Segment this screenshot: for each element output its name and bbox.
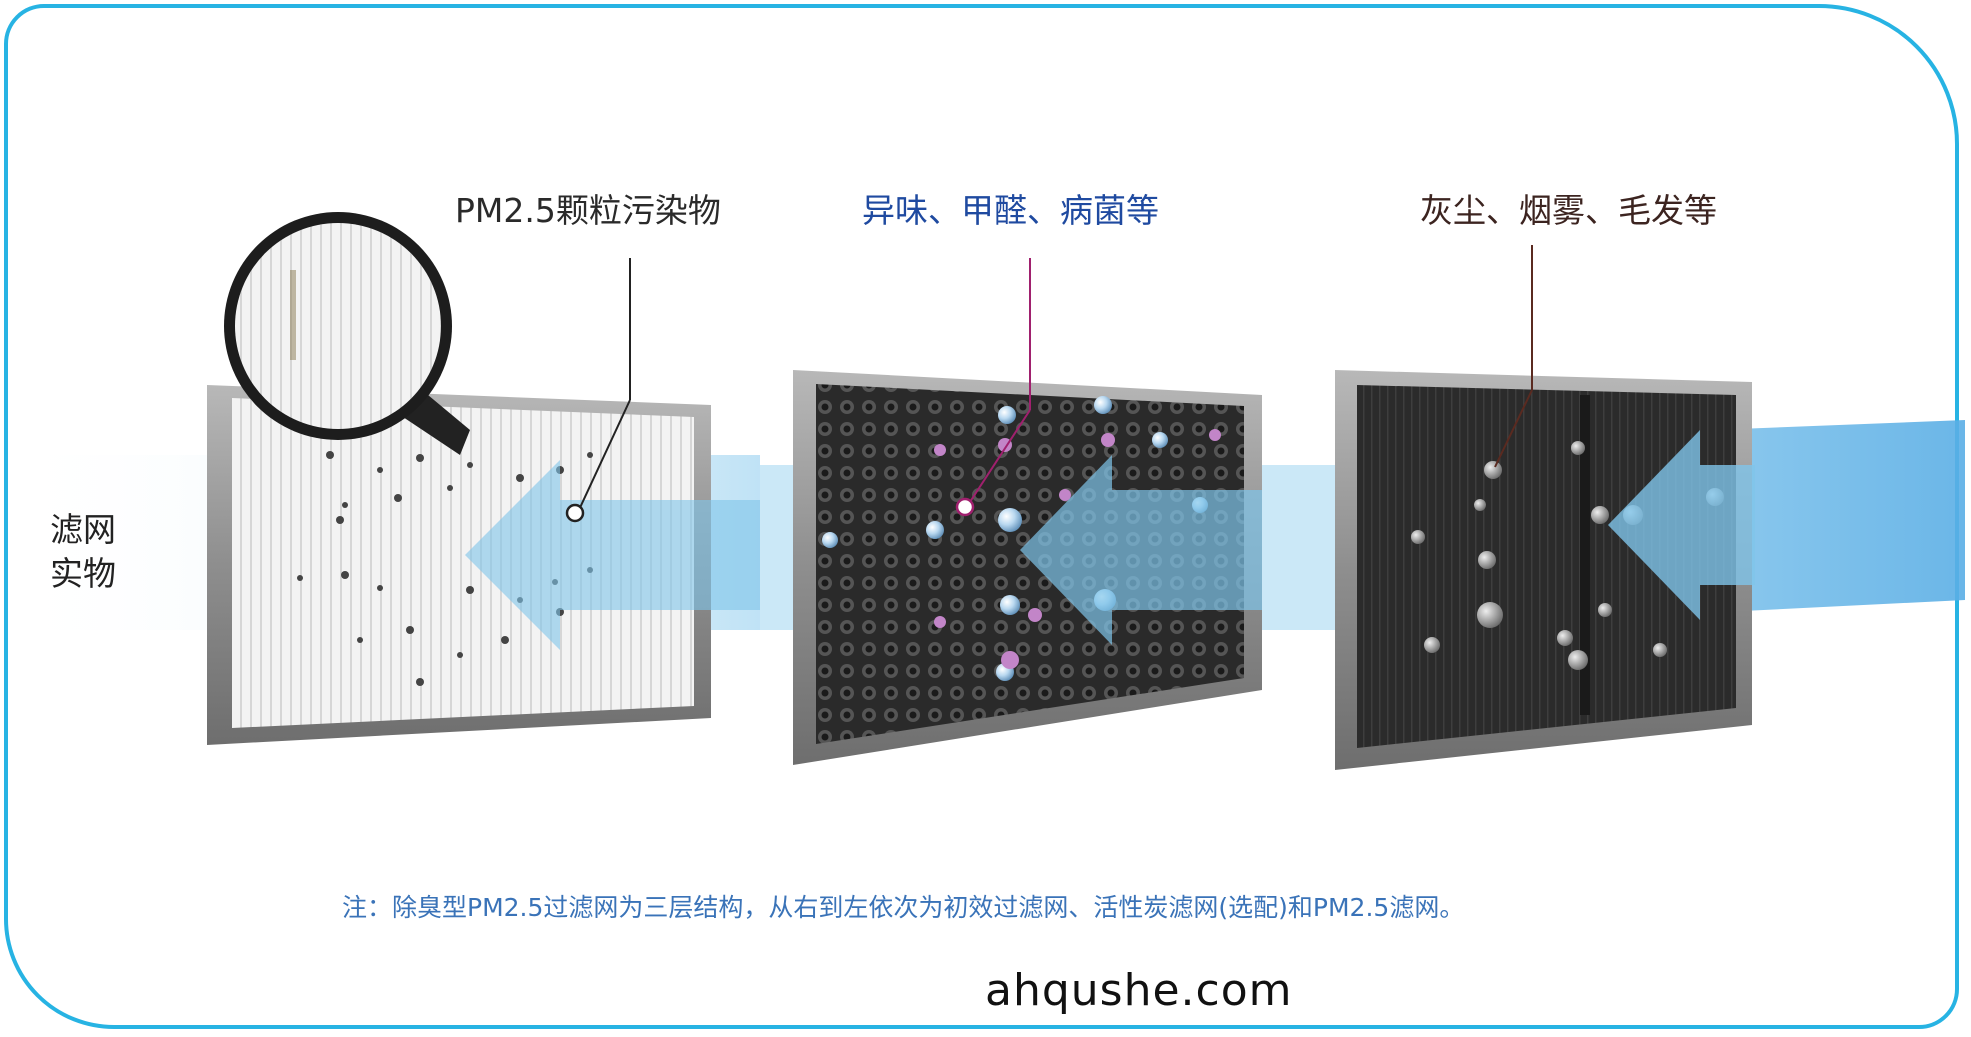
side-label-line1: 滤网 <box>50 510 116 549</box>
side-label: 滤网 实物 <box>50 508 116 596</box>
side-label-line2: 实物 <box>50 554 116 593</box>
carbon-pink-particles <box>934 429 1221 669</box>
carbon-filter <box>793 370 1262 765</box>
primary-filter <box>1335 370 1752 770</box>
website-text: ahqushe.com <box>985 965 1293 1016</box>
airflow-arrows <box>465 430 1755 650</box>
structure-note: 注：除臭型PM2.5过滤网为三层结构，从右到左依次为初效过滤网、活性炭滤网(选配… <box>342 893 1465 922</box>
carbon-layer-label: 异味、甲醛、病菌等 <box>862 191 1159 230</box>
pm25-layer-label: PM2.5颗粒污染物 <box>455 191 721 230</box>
pm25-filter <box>207 212 711 745</box>
primary-layer-label: 灰尘、烟雾、毛发等 <box>1420 191 1717 230</box>
leader-lines <box>565 245 1533 523</box>
